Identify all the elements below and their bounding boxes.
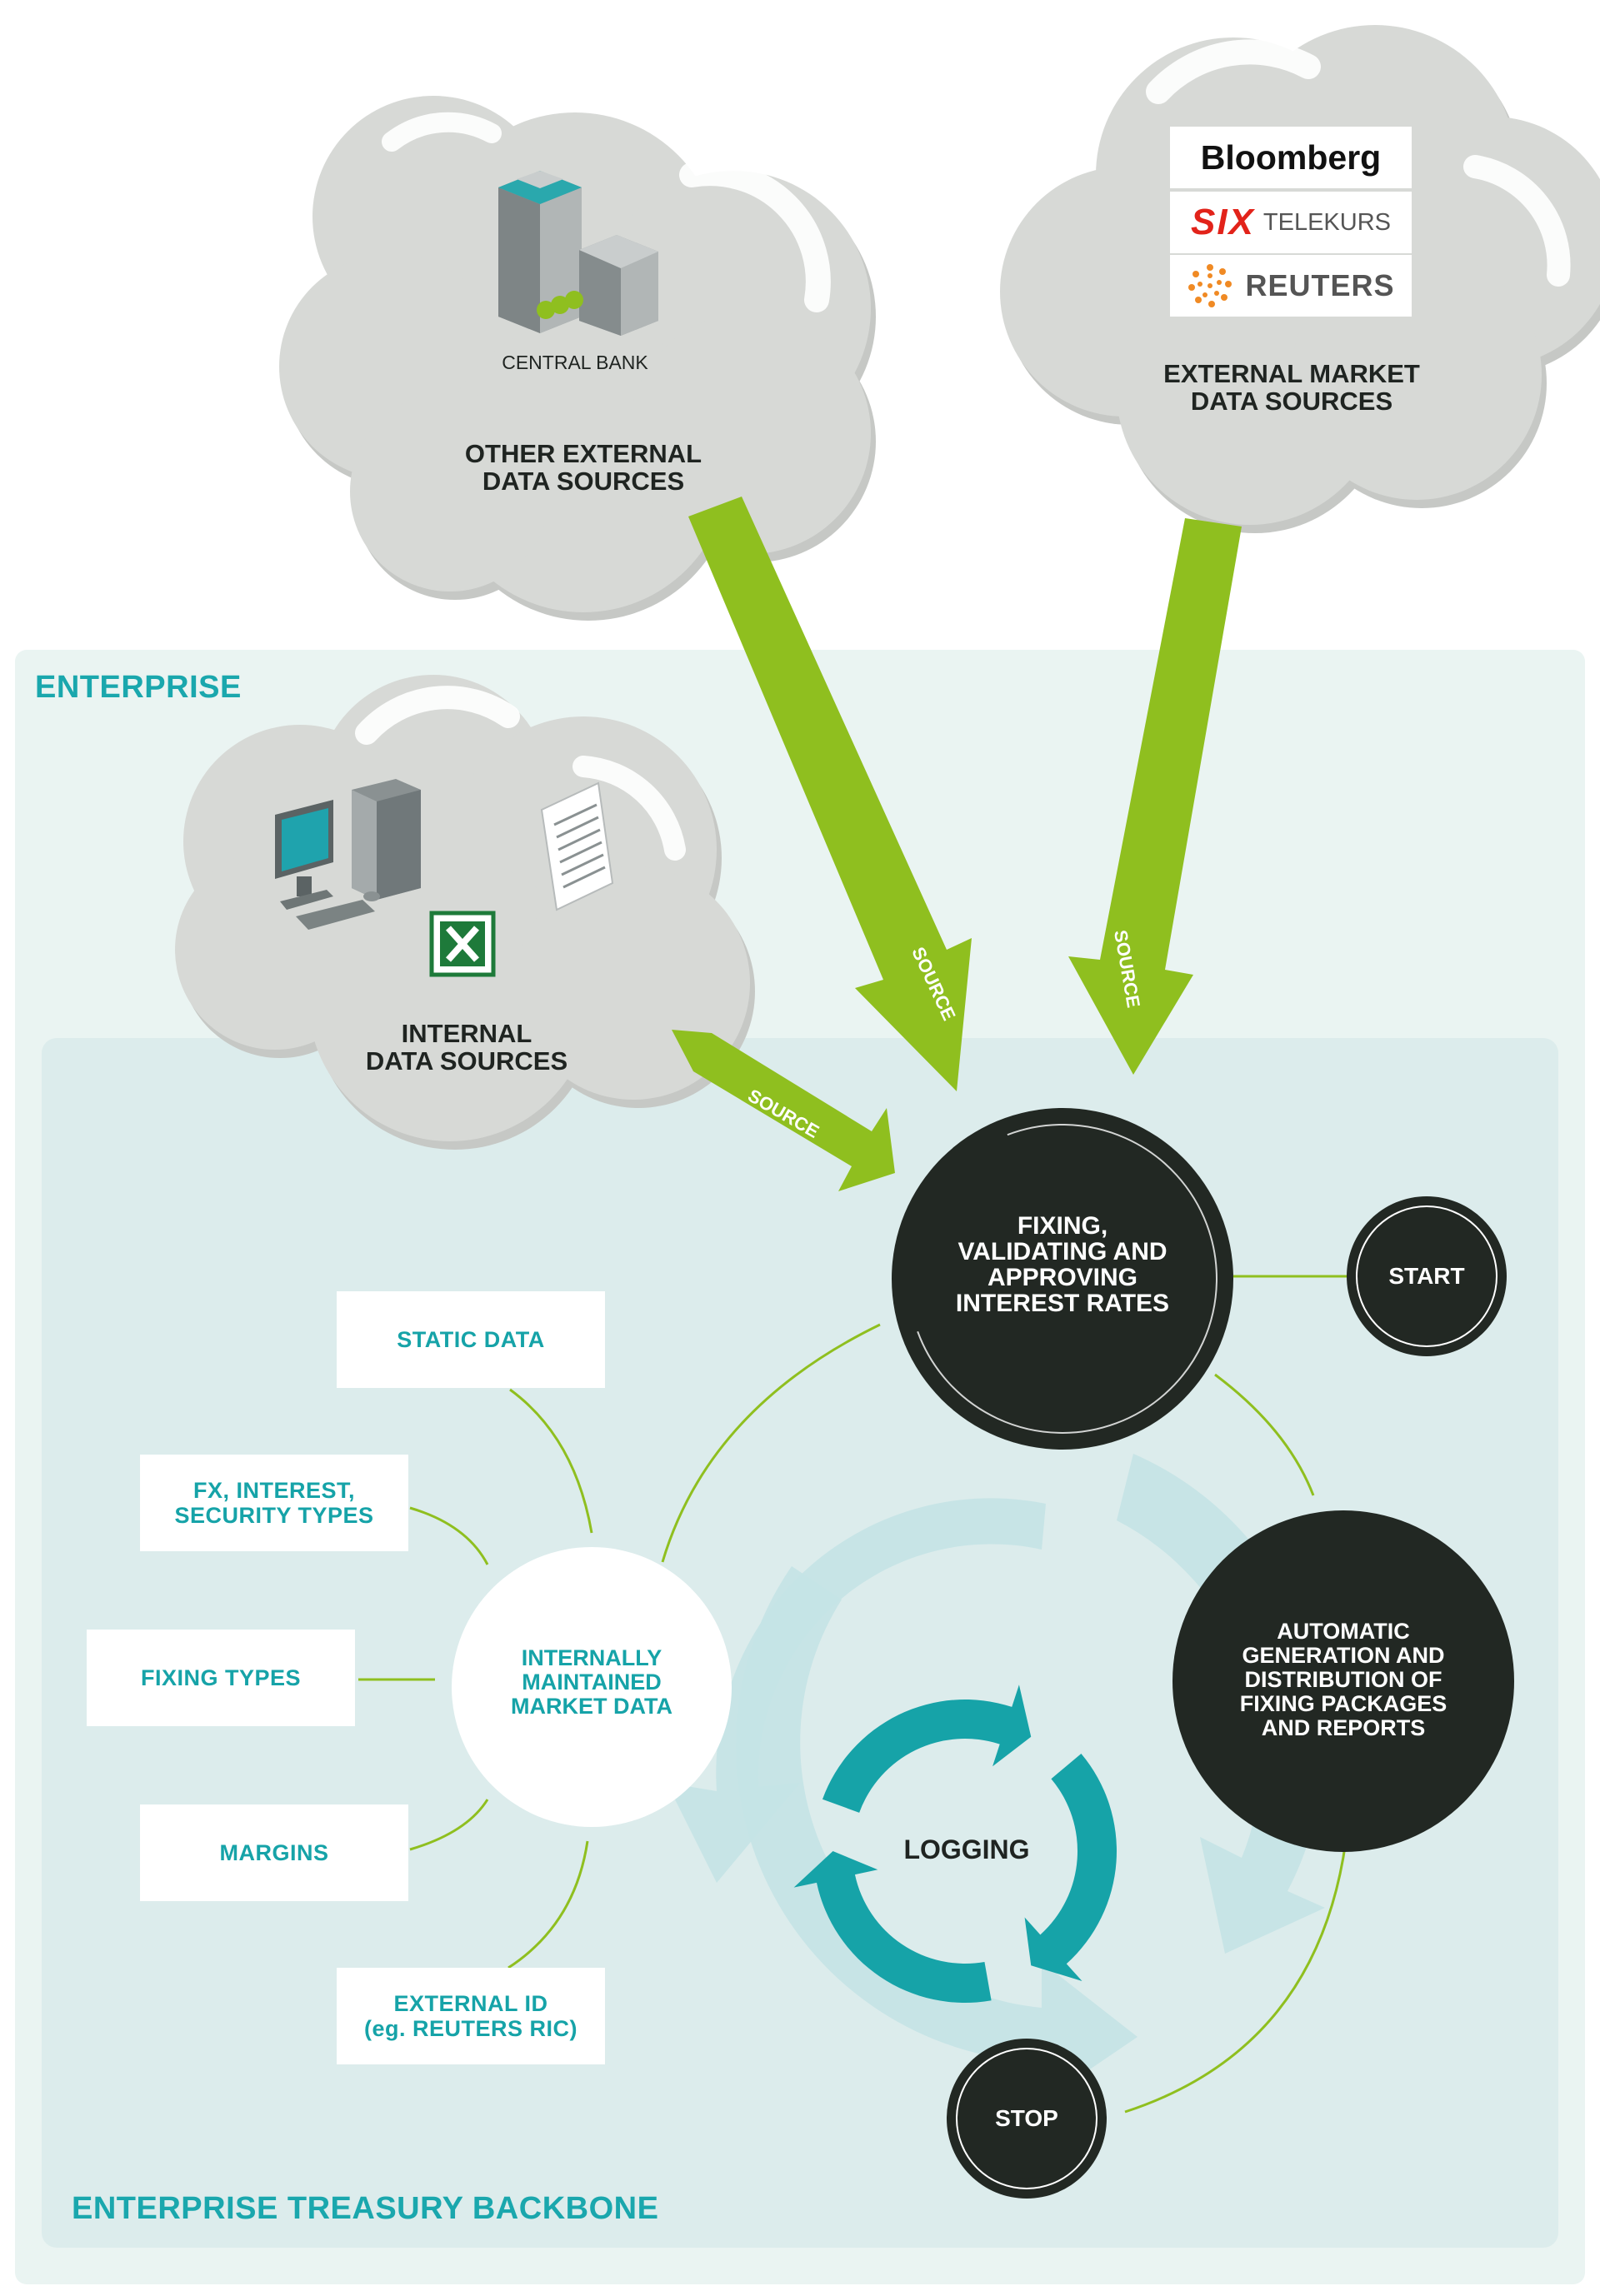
automatic-label: AUTOMATIC GENERATION AND DISTRIBUTION OF… <box>1239 1619 1448 1740</box>
start-node-ring <box>1356 1205 1498 1347</box>
logging-arrow-segment <box>793 1851 992 2004</box>
reuters-text: REUTERS <box>1245 268 1395 302</box>
arrow-source-market <box>1068 518 1242 1075</box>
fixing-node <box>892 1108 1233 1450</box>
automatic-node <box>1172 1510 1514 1852</box>
stop-label[interactable]: STOP <box>995 2105 1058 2131</box>
backbone-title: ENTERPRISE TREASURY BACKBONE <box>72 2191 659 2226</box>
other-external-title: OTHER EXTERNAL DATA SOURCES <box>464 439 702 496</box>
six-telekurs-logo: SIX TELEKURS <box>1170 192 1412 253</box>
internal-title: INTERNAL DATA SOURCES <box>365 1019 568 1076</box>
internally-node <box>452 1547 732 1827</box>
building-icon <box>498 171 658 336</box>
stop-node-ring <box>956 2048 1098 2189</box>
reuters-dots-icon <box>1188 264 1232 307</box>
enterprise-title: ENTERPRISE <box>35 670 242 705</box>
bloomberg-text: Bloomberg <box>1200 137 1382 177</box>
fixing-types-box: FIXING TYPES <box>87 1630 355 1726</box>
logging-arrow-segment <box>822 1685 1032 1813</box>
fx-interest-box: FX, INTEREST, SECURITY TYPES <box>140 1455 408 1551</box>
cloud-other-external <box>279 96 876 621</box>
logging-arrow-segment <box>1024 1754 1117 1982</box>
six-text: SIX <box>1190 202 1255 242</box>
computer-icon <box>275 779 421 930</box>
fixing-label: FIXING, VALIDATING AND APPROVING INTERES… <box>955 1212 1170 1317</box>
arrow-source-other <box>688 497 972 1091</box>
fixing-node-ring <box>917 1123 1218 1434</box>
stop-node[interactable] <box>947 2039 1107 2199</box>
start-label[interactable]: START <box>1388 1263 1465 1289</box>
internally-label: INTERNALLY MAINTAINED MARKET DATA <box>511 1645 672 1719</box>
external-id-box: EXTERNAL ID (eg. REUTERS RIC) <box>337 1968 605 2064</box>
logging-arrows <box>793 1685 1117 2004</box>
start-node[interactable] <box>1347 1196 1507 1356</box>
margins-box: MARGINS <box>140 1804 408 1901</box>
spreadsheet-icon <box>429 911 496 977</box>
telekurs-text: TELEKURS <box>1262 208 1392 236</box>
connector-lines <box>358 1275 1357 2114</box>
external-market-title: EXTERNAL MARKET DATA SOURCES <box>1163 359 1420 416</box>
bloomberg-logo: Bloomberg <box>1170 127 1412 188</box>
logging-label: LOGGING <box>903 1834 1030 1864</box>
reuters-logo: REUTERS <box>1170 255 1412 317</box>
arrow-source-internal <box>672 1030 895 1191</box>
static-data-box: STATIC DATA <box>337 1291 605 1388</box>
document-icon <box>540 781 614 911</box>
central-bank-label: CENTRAL BANK <box>502 352 648 373</box>
